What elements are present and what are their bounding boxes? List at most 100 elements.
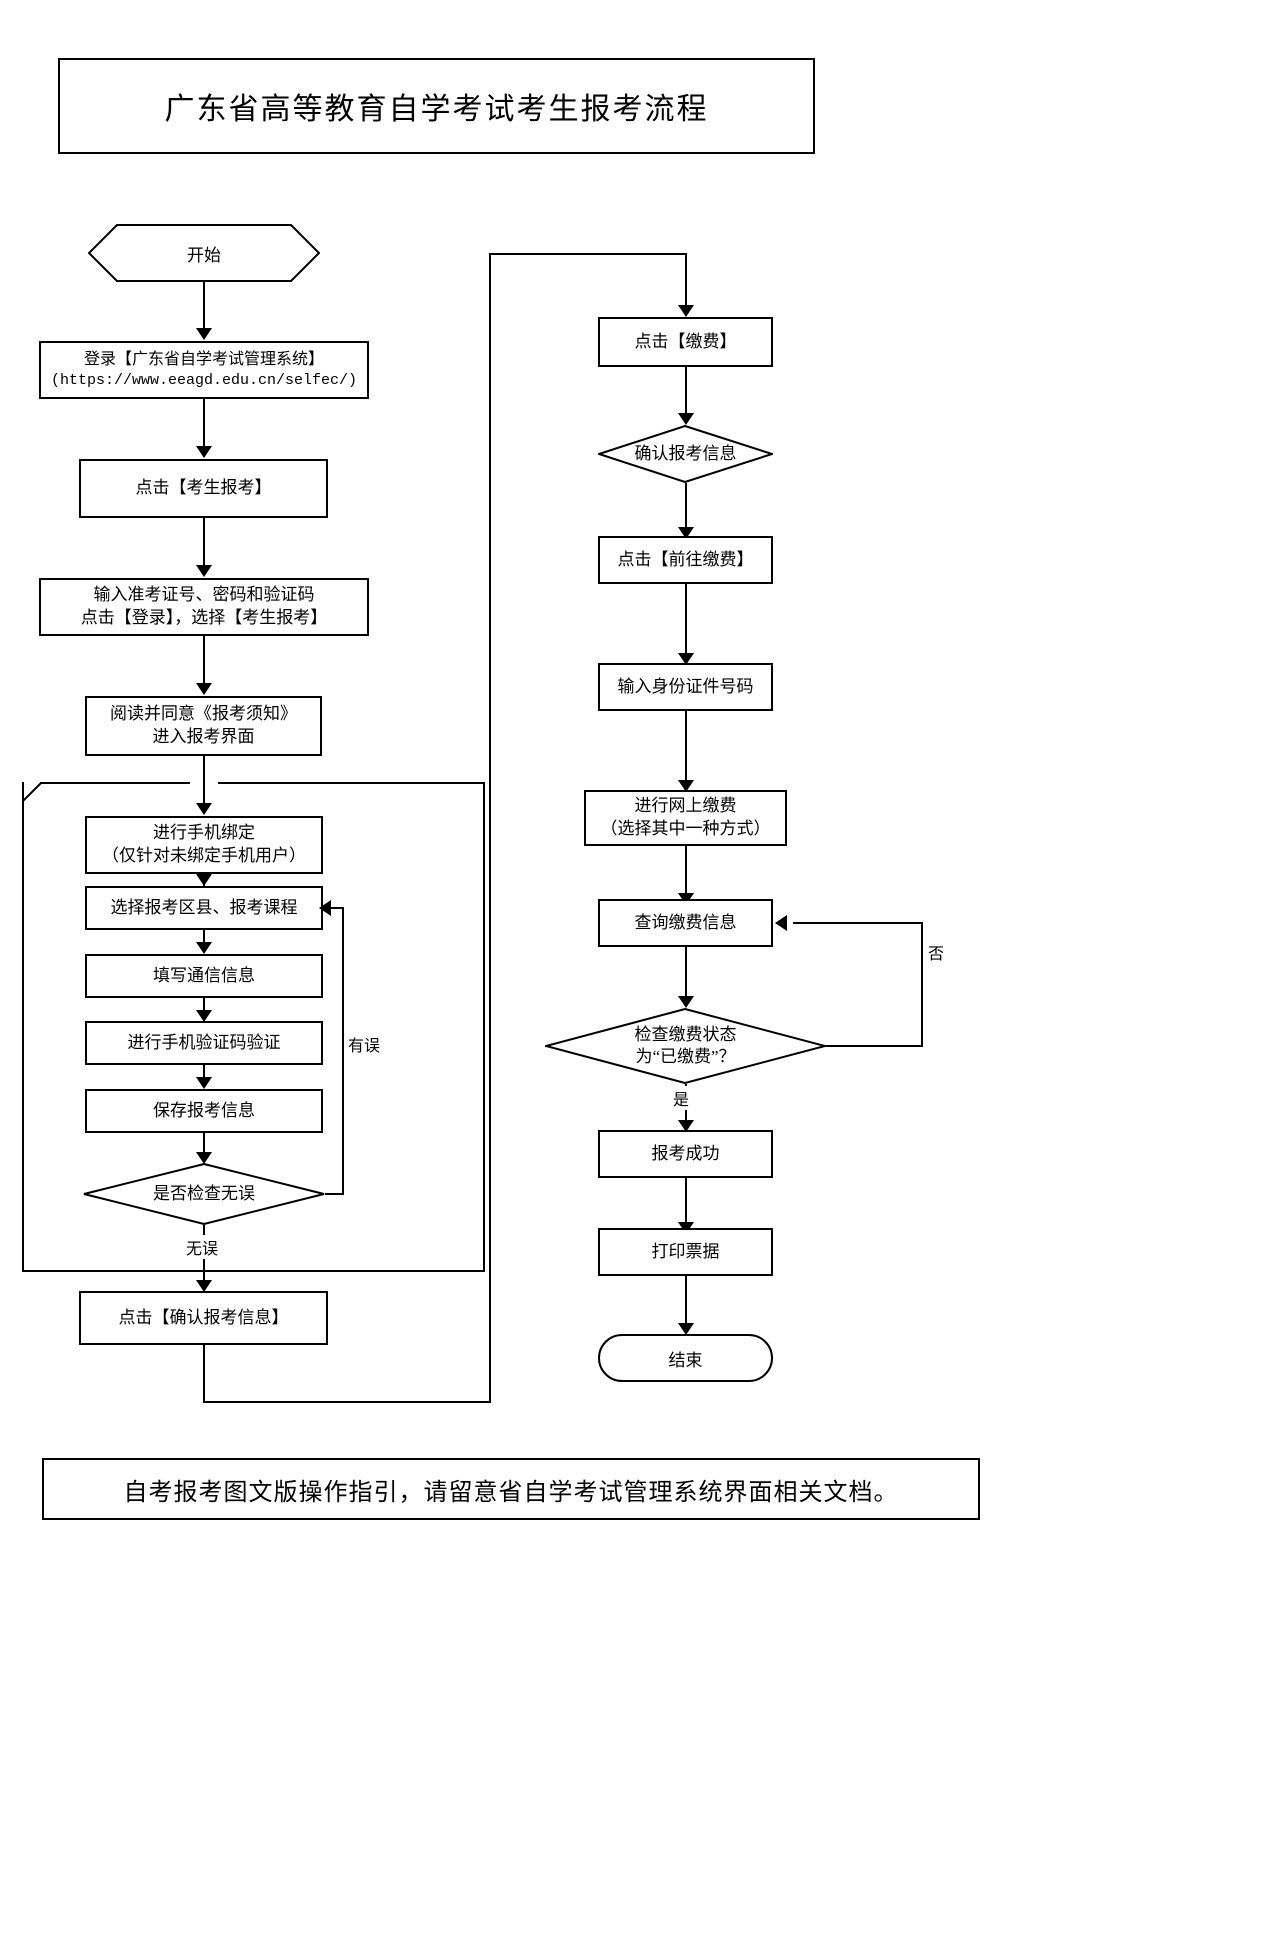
edge-right-riser: [489, 253, 491, 1403]
arrowhead-pay-confirm: [678, 413, 694, 425]
edge-label-error: 有误: [345, 1032, 384, 1056]
node-click-apply: 点击【考生报考】: [79, 459, 328, 518]
loop-group-container: [22, 782, 485, 1272]
node-enter-id: 输入身份证件号码: [598, 663, 773, 711]
edge-label-no: 否: [925, 940, 948, 964]
edge-error-up: [342, 908, 344, 1194]
node-query-payment: 查询缴费信息: [598, 899, 773, 947]
node-verify-sms: 进行手机验证码验证: [85, 1021, 323, 1065]
edge-right-top: [489, 253, 687, 255]
edge-courses-contact: [203, 930, 205, 944]
arrowhead-courses-contact: [196, 942, 212, 954]
edge-no-right: [826, 1045, 923, 1047]
node-go-to-pay: 点击【前往缴费】: [598, 536, 773, 584]
arrowhead-print-end: [678, 1323, 694, 1335]
arrowhead-apply-credentials: [196, 565, 212, 577]
edge-sms-save: [203, 1065, 205, 1079]
arrowhead-to-click-pay: [678, 305, 694, 317]
edge-goto-id: [685, 584, 687, 656]
node-bind-phone-label: 进行手机绑定 （仅针对未绑定手机用户）: [102, 823, 306, 865]
edge-right-down-to-pay: [685, 253, 687, 311]
node-read-notice: 阅读并同意《报考须知》 进入报考界面: [85, 696, 322, 756]
arrowhead-id-onlinepay: [678, 780, 694, 792]
node-save-info-label: 保存报考信息: [153, 1100, 255, 1120]
page-title: 广东省高等教育自学考试考生报考流程: [164, 93, 709, 126]
decision-confirm-exam-info-label: 确认报考信息: [634, 443, 737, 463]
node-click-pay: 点击【缴费】: [598, 317, 773, 367]
edge-error-right: [325, 1193, 344, 1195]
chart-title-box: 广东省高等教育自学考试考生报考流程: [58, 58, 815, 154]
loop-group-top-right: [218, 782, 485, 784]
start-label: 开始: [187, 245, 221, 265]
node-go-to-pay-label: 点击【前往缴费】: [617, 549, 754, 569]
node-online-pay: 进行网上缴费 （选择其中一种方式）: [584, 790, 787, 846]
node-save-info: 保存报考信息: [85, 1089, 323, 1133]
edge-print-end: [685, 1276, 687, 1326]
node-query-payment-label: 查询缴费信息: [634, 912, 737, 932]
node-fill-contact: 填写通信信息: [85, 954, 323, 998]
edge-start-login: [203, 282, 205, 332]
edge-login-apply: [203, 399, 205, 449]
end-terminator: 结束: [598, 1334, 773, 1382]
node-enter-credentials: 输入准考证号、密码和验证码 点击【登录】，选择【考生报考】: [39, 578, 369, 636]
edge-confirm-to-right: [203, 1401, 491, 1403]
edge-pay-confirm: [685, 367, 687, 419]
loop-group-top-left: [40, 782, 190, 784]
node-login: 登录【广东省自学考试管理系统】 (https://www.eeagd.edu.c…: [39, 341, 369, 399]
edge-no-into-query: [793, 922, 923, 924]
arrowhead-save-decision: [196, 1152, 212, 1164]
edge-id-onlinepay: [685, 711, 687, 783]
node-bind-phone: 进行手机绑定 （仅针对未绑定手机用户）: [85, 816, 323, 874]
edge-error-into-courses: [325, 907, 344, 909]
node-select-courses: 选择报考区县、报考课程: [85, 886, 323, 930]
loop-group-corner: [21, 782, 42, 803]
arrowhead-no-loop: [775, 915, 787, 931]
arrowhead-bindphone-courses: [196, 874, 212, 886]
edge-no-up: [921, 923, 923, 1046]
decision-check-ok: 是否检查无误: [83, 1163, 325, 1225]
node-enter-credentials-label: 输入准考证号、密码和验证码 点击【登录】，选择【考生报考】: [80, 585, 328, 627]
arrowhead-start-login: [196, 328, 212, 340]
footer-box: 自考报考图文版操作指引，请留意省自学考试管理系统界面相关文档。: [42, 1458, 980, 1520]
node-login-line1: 登录【广东省自学考试管理系统】: [83, 351, 324, 369]
arrowhead-notice-bindphone: [196, 803, 212, 815]
node-select-courses-label: 选择报考区县、报考课程: [110, 897, 298, 917]
node-apply-success: 报考成功: [598, 1130, 773, 1178]
node-fill-contact-label: 填写通信信息: [153, 965, 255, 985]
node-online-pay-label: 进行网上缴费 （选择其中一种方式）: [600, 796, 771, 838]
arrowhead-contact-sms: [196, 1010, 212, 1022]
node-click-pay-label: 点击【缴费】: [634, 331, 737, 351]
arrowhead-query-status: [678, 996, 694, 1008]
end-label: 结束: [668, 1350, 703, 1370]
node-click-apply-label: 点击【考生报考】: [135, 478, 272, 498]
decision-payment-status: 检查缴费状态 为“已缴费”？: [545, 1008, 826, 1084]
node-verify-sms-label: 进行手机验证码验证: [127, 1032, 281, 1052]
edge-confirm-goto: [685, 483, 687, 530]
edge-onlinepay-query: [685, 846, 687, 896]
decision-check-ok-label: 是否检查无误: [153, 1183, 255, 1203]
edge-apply-credentials: [203, 518, 205, 568]
edge-label-ok: 无误: [183, 1235, 222, 1259]
edge-confirm-down: [203, 1345, 205, 1403]
edge-success-print: [685, 1178, 687, 1224]
node-confirm-info-label: 点击【确认报考信息】: [118, 1307, 289, 1327]
edge-credentials-notice: [203, 636, 205, 686]
node-print-receipt-label: 打印票据: [651, 1241, 720, 1261]
arrowhead-credentials-notice: [196, 683, 212, 695]
edge-notice-bindphone: [203, 756, 205, 806]
edge-contact-sms: [203, 998, 205, 1012]
arrowhead-goto-id: [678, 653, 694, 665]
decision-payment-status-label: 检查缴费状态 为“已缴费”？: [634, 1024, 737, 1066]
node-read-notice-label: 阅读并同意《报考须知》 进入报考界面: [110, 704, 297, 746]
edge-label-yes: 是: [670, 1086, 693, 1110]
arrowhead-ok-confirm: [196, 1280, 212, 1292]
node-confirm-info: 点击【确认报考信息】: [79, 1291, 328, 1345]
node-print-receipt: 打印票据: [598, 1228, 773, 1276]
arrowhead-login-apply: [196, 446, 212, 458]
decision-confirm-exam-info: 确认报考信息: [598, 425, 773, 483]
edge-save-decision: [203, 1133, 205, 1159]
start-terminator: 开始: [88, 224, 320, 282]
node-apply-success-label: 报考成功: [651, 1143, 720, 1163]
node-enter-id-label: 输入身份证件号码: [617, 676, 754, 696]
